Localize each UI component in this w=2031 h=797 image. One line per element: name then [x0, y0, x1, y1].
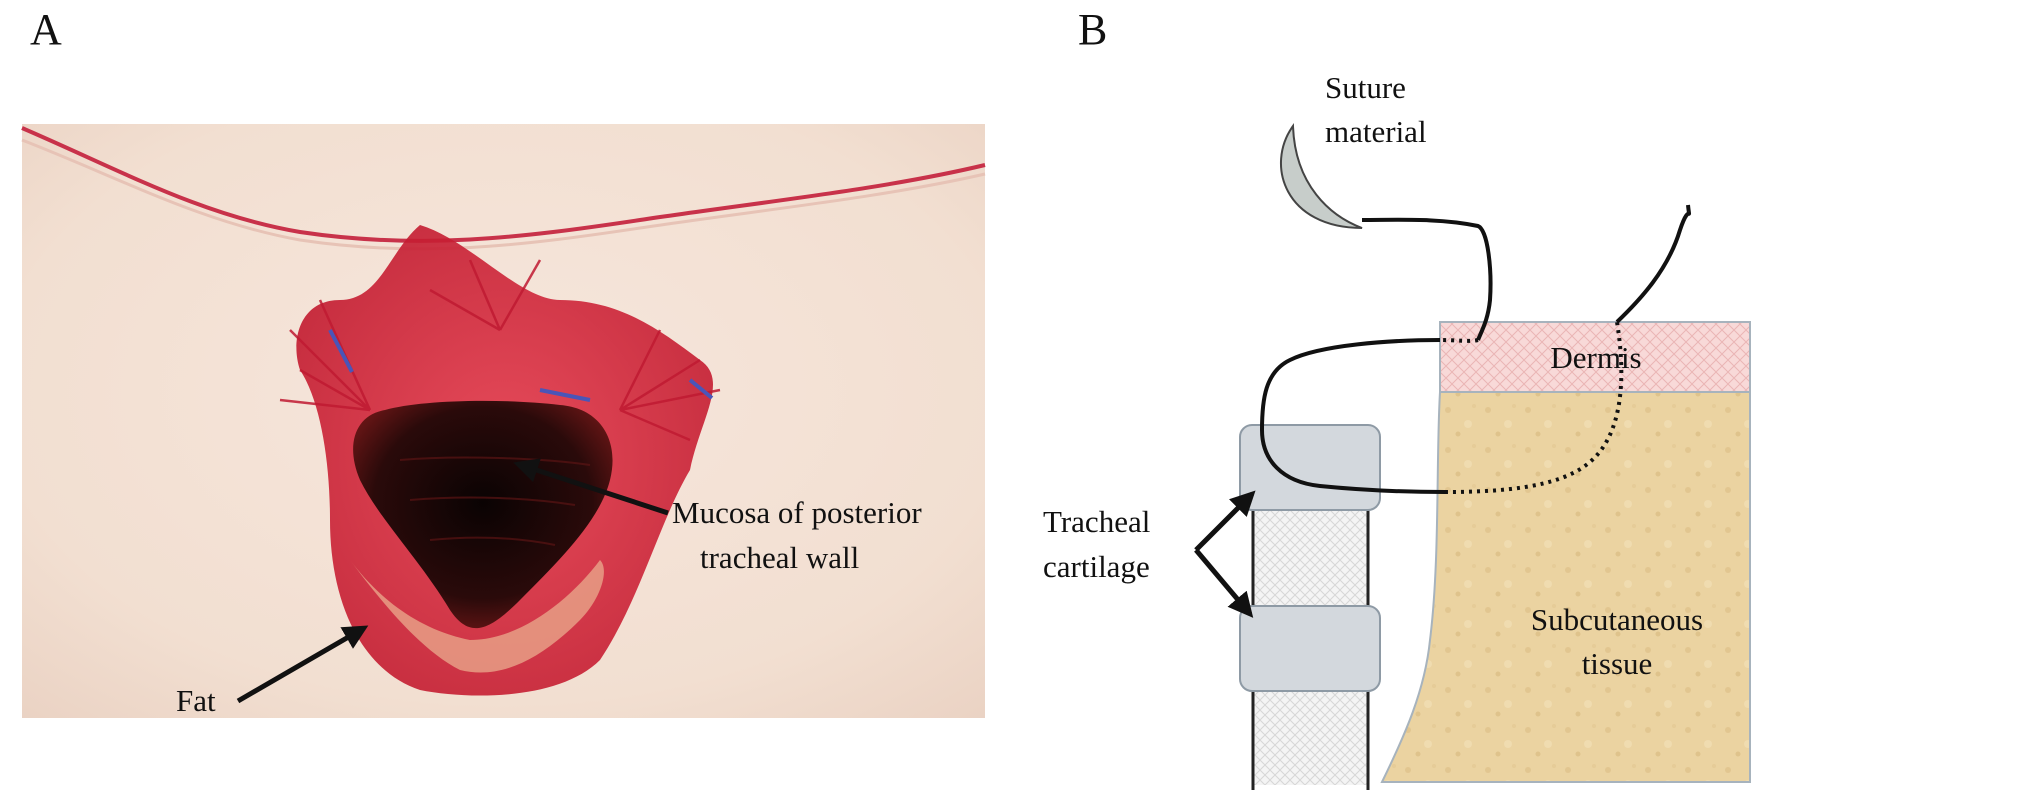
suture-thread-exit — [1615, 204, 1692, 324]
suture-thread-loop — [1259, 338, 1446, 494]
label-subcutaneous-line2: tissue — [1582, 646, 1653, 681]
cartilage-arrow-lower — [1194, 548, 1254, 618]
label-tracheal-line1: Tracheal — [1043, 504, 1150, 539]
fat-arrow — [236, 625, 369, 704]
cartilage-arrow-upper — [1194, 490, 1256, 552]
skin-fold — [21, 138, 986, 251]
subcutaneous-tissue — [1380, 391, 1751, 783]
label-dermis: Dermis — [1550, 340, 1641, 375]
tracheal-cartilage-lower — [1239, 605, 1381, 692]
stoma-opening — [353, 400, 613, 629]
panel-a-letter: A — [30, 5, 62, 54]
panel-a-photo — [21, 124, 986, 718]
label-subcutaneous-line1: Subcutaneous — [1531, 602, 1703, 637]
skin-crease — [21, 126, 986, 243]
label-mucosa-line2: tracheal wall — [700, 540, 859, 575]
label-mucosa-line1: Mucosa of posterior — [672, 495, 922, 530]
vessel-streaks — [279, 259, 721, 442]
suture-needle — [1279, 123, 1363, 229]
label-suture-line2: material — [1325, 114, 1427, 149]
label-suture-line1: Suture — [1325, 70, 1406, 105]
label-fat: Fat — [176, 683, 216, 718]
label-tracheal-line2: cartilage — [1043, 549, 1150, 584]
mucosa-arrow — [513, 458, 669, 516]
tracheal-rings — [399, 456, 591, 546]
fat-tissue — [350, 560, 604, 673]
panel-b-schematic — [1194, 123, 1751, 790]
suture-thread-dermis — [1439, 338, 1479, 343]
dermis-layer — [1439, 321, 1751, 393]
suture-thread-entry — [1361, 217, 1493, 341]
panel-b-letter: B — [1078, 5, 1108, 54]
suture-stitches — [328, 329, 714, 402]
